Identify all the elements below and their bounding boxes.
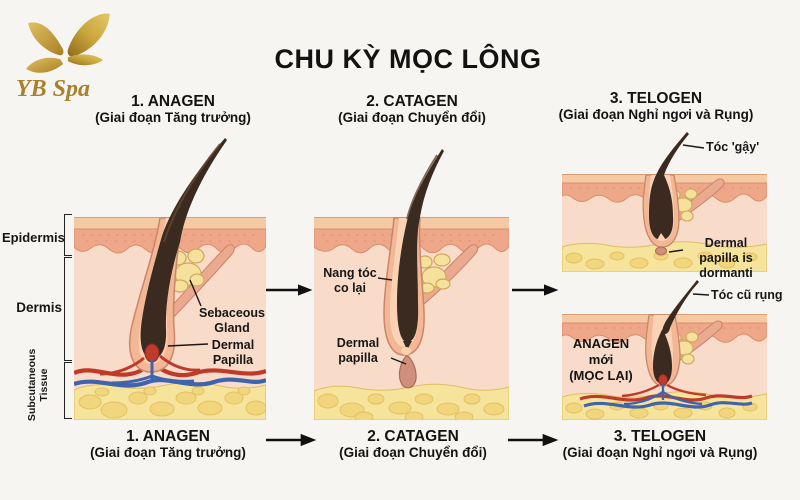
telogen-resting-illustration: [562, 132, 767, 272]
stage-subtitle: (Giai đoạn Nghỉ ngơi và Rụng): [558, 107, 754, 122]
subcutaneous-tissue-label: Subcutaneous Tissue: [25, 348, 50, 421]
old-hair-shedding-label: Tóc cũ rụng: [711, 288, 783, 302]
stage-footer-telogen: 3. TELOGEN (Giai đoạn Nghỉ ngơi và Rụng): [545, 428, 775, 460]
stage-subtitle: (Giai đoạn Chuyển đổi): [338, 110, 486, 125]
stage-header-anagen: 1. ANAGEN (Giai đoạn Tăng trưởng): [73, 93, 273, 125]
sebaceous-gland-label: Sebaceous Gland: [198, 306, 265, 335]
epidermis-bracket: [64, 214, 72, 256]
dormant-papilla-label: Dermal papilla is dormanti: [699, 236, 753, 280]
stage-subtitle: (Giai đoạn Nghỉ ngơi và Rụng): [562, 445, 758, 460]
subcutaneous-bracket: [64, 362, 72, 419]
stage-subtitle: (Giai đoạn Tăng trưởng): [95, 110, 251, 125]
stage-name: 3. TELOGEN: [613, 428, 707, 445]
stage-footer-catagen: 2. CATAGEN (Giai đoạn Chuyển đổi): [313, 428, 513, 460]
stage-subtitle: (Giai đoạn Tăng trưởng): [90, 445, 246, 460]
stage-name: 1. ANAGEN: [131, 93, 215, 110]
dermis-bracket: [64, 257, 72, 361]
arrow-right-icon: [266, 433, 317, 447]
stage-header-telogen: 3. TELOGEN (Giai đoạn Nghỉ ngơi và Rụng): [543, 90, 769, 122]
new-anagen-line: (MỌC LẠI): [569, 368, 633, 383]
new-anagen-line: mới: [588, 352, 614, 367]
new-anagen-line: ANAGEN: [572, 336, 630, 351]
stage-name: 3. TELOGEN: [609, 90, 703, 107]
dermal-papilla-label-anagen: Dermal Papilla: [211, 338, 255, 367]
shrinking-follicle-label: Nang tóc co lại: [323, 266, 377, 295]
anagen-illustration: [74, 138, 266, 420]
dermis-label: Dermis: [16, 300, 62, 315]
telogen-shedding-illustration: [562, 280, 767, 420]
stage-subtitle: (Giai đoạn Chuyển đổi): [339, 445, 487, 460]
arrow-right-icon: [512, 284, 559, 296]
stage-header-catagen: 2. CATAGEN (Giai đoạn Chuyển đổi): [312, 93, 512, 125]
epidermis-label: Epidermis: [2, 230, 65, 245]
stage-name: 2. CATAGEN: [367, 428, 459, 445]
logo-text: YB Spa: [16, 76, 91, 102]
club-hair-label: Tóc 'gậy': [706, 140, 760, 154]
page-title: CHU KỲ MỌC LÔNG: [274, 44, 542, 74]
arrow-right-icon: [508, 433, 559, 447]
stage-footer-anagen: 1. ANAGEN (Giai đoạn Tăng trưởng): [68, 428, 268, 460]
arrow-right-icon: [266, 284, 313, 296]
yb-spa-butterfly-icon: [26, 13, 110, 73]
dermal-papilla-label-catagen: Dermal papilla: [336, 336, 380, 365]
new-anagen-label: ANAGEN mới (MỌC LẠI): [562, 336, 640, 384]
stage-name: 1. ANAGEN: [126, 428, 210, 445]
stage-name: 2. CATAGEN: [366, 93, 458, 110]
catagen-illustration: [314, 149, 509, 420]
